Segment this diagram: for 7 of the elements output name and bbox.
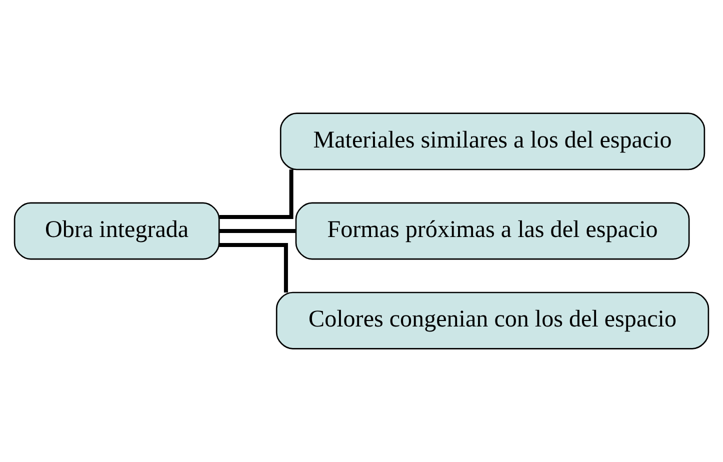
connector	[220, 229, 296, 233]
connector	[219, 243, 288, 292]
node-box: Formas próximas a las del espacio	[295, 202, 690, 260]
node-box: Obra integrada	[14, 202, 220, 260]
node-box: Colores congenian con los del espacio	[276, 292, 710, 350]
connector	[219, 170, 294, 219]
node-box: Materiales similares a los del espacio	[280, 112, 706, 170]
